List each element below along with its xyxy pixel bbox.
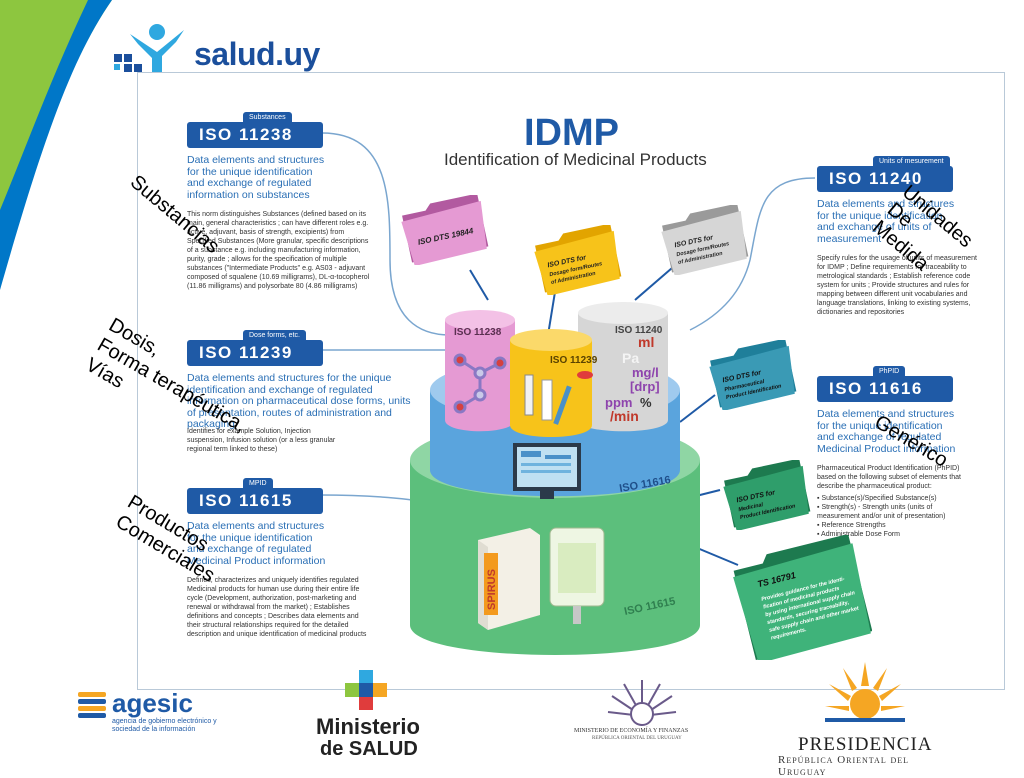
iso-11238-tag: ISO 11238 — [187, 122, 323, 148]
left-swoosh-decoration — [0, 0, 112, 290]
mef-line1: MINISTERIO DE ECONOMÍA Y FINANZAS — [574, 728, 689, 734]
ministerio-line2: de SALUD — [320, 738, 418, 760]
agesic-name: agesic — [112, 688, 193, 718]
phpid-intro: Pharmaceutical Product Identification (P… — [817, 465, 961, 490]
svg-text:mg/l: mg/l — [632, 365, 659, 380]
mef-line2: REPÚBLICA ORIENTAL DEL URUGUAY — [592, 736, 682, 741]
phpid-bullet: ▪ Reference Strengths — [817, 522, 886, 529]
folder-pharma-product-id: ISO DTS for Pharmaceutical Product Ident… — [709, 340, 797, 410]
folder-ts-16791: TS 16791 Provides guidance for the ident… — [733, 535, 872, 660]
substances-headline: Data elements and structures for the uni… — [187, 154, 325, 201]
sun-of-may-icon — [825, 662, 905, 722]
iso-11240-tag: ISO 11240 — [817, 166, 953, 192]
agesic-subtitle: agencia de gobierno electrónico y socied… — [112, 718, 217, 733]
iv-bag — [549, 527, 605, 624]
idmp-title: IDMP — [524, 112, 619, 154]
mpid-headline: Data elements and structures for the uni… — [187, 520, 326, 567]
presidencia-line1: PRESIDENCIA — [798, 734, 933, 755]
svg-text:[drp]: [drp] — [630, 379, 660, 394]
monitor-icon — [513, 443, 581, 499]
ministerio-salud-logo: Ministerio de SALUD — [312, 668, 430, 764]
substances-body: This norm distinguishes Substances (defi… — [187, 211, 370, 290]
svg-text:ppm: ppm — [605, 395, 632, 410]
ministerio-line1: Ministerio — [316, 714, 420, 739]
mpid-body: Defines, characterizes and uniquely iden… — [187, 577, 367, 638]
medicine-box: SPIRUS — [478, 528, 540, 630]
units-headline: Data elements and structures for the uni… — [817, 198, 955, 245]
agesic-logo: agesic agencia de gobierno electrónico y… — [76, 688, 276, 738]
folder-iso-dts-19844: ISO DTS 19844 — [401, 195, 489, 265]
dose-forms-headline: Data elements and structures for the uni… — [187, 372, 411, 430]
phpid-tab: PhPID — [873, 366, 906, 377]
dose-forms-body: Identifies for example Solution, Injecti… — [187, 428, 336, 453]
presidencia-line2: República Oriental del Uruguay — [778, 754, 910, 778]
folder-dose-grey: ISO DTS for Dosage form/Routes of Admini… — [661, 205, 749, 275]
salud-uy-logo: salud.uy — [110, 22, 340, 82]
idmp-subtitle: Identification of Medicinal Products — [444, 150, 707, 169]
svg-text:ISO 11238: ISO 11238 — [454, 327, 502, 338]
cylinder-stack: ISO 11615 SPIRUS ISO 11616 ISO 11238 ISO — [410, 302, 700, 655]
folder-dose-yellow: ISO DTS for Dosage form/Routes of Admini… — [534, 225, 622, 295]
salud-logo-text: salud.uy — [194, 36, 320, 72]
molecule-icon — [453, 353, 507, 414]
sun-icon — [607, 680, 677, 726]
phpid-bullets: ▪ Substance(s)/Specified Substance(s) ▪ … — [817, 494, 977, 539]
iso-11615-tag: ISO 11615 — [187, 488, 323, 514]
svg-text:%: % — [640, 395, 652, 410]
phpid-bullet: ▪ Substance(s)/Specified Substance(s) — [817, 495, 937, 502]
svg-text:SPIRUS: SPIRUS — [486, 569, 498, 610]
folder-medicinal-product-id: ISO DTS for Medicinal Product Identifica… — [723, 460, 811, 530]
phpid-headline: Data elements and structures for the uni… — [817, 408, 956, 455]
phpid-bullet: ▪ Strength(s) - Strength units (units of… — [817, 504, 946, 520]
phpid-bullet: ▪ Administrable Dose Form — [817, 531, 901, 538]
iso-11616-tag: ISO 11616 — [817, 376, 953, 402]
svg-text:ml: ml — [638, 334, 654, 350]
syringe-icon — [524, 371, 593, 425]
svg-text:ISO 11239: ISO 11239 — [550, 355, 598, 366]
svg-text:Pa: Pa — [622, 350, 639, 366]
svg-text:/min: /min — [610, 408, 639, 424]
substances-tab: Substances — [243, 112, 292, 123]
agesic-icon — [78, 692, 106, 718]
units-body: Specify rules for the usage of units of … — [817, 255, 977, 316]
presidencia-logo: PRESIDENCIA República Oriental del Urugu… — [770, 662, 960, 778]
salud-person-icon — [114, 24, 184, 76]
svg-text:ISO 11240: ISO 11240 — [615, 325, 663, 336]
units-tab: Units of mesurement — [873, 156, 950, 167]
dose-forms-tab: Dose forms, etc. — [243, 330, 306, 341]
mef-logo: MINISTERIO DE ECONOMÍA Y FINANZAS REPÚBL… — [572, 676, 712, 746]
svg-text:Medicinal: Medicinal — [738, 502, 764, 513]
iso-11239-tag: ISO 11239 — [187, 340, 323, 366]
health-cross-icon — [345, 670, 387, 710]
mpid-tab: MPID — [243, 478, 273, 489]
